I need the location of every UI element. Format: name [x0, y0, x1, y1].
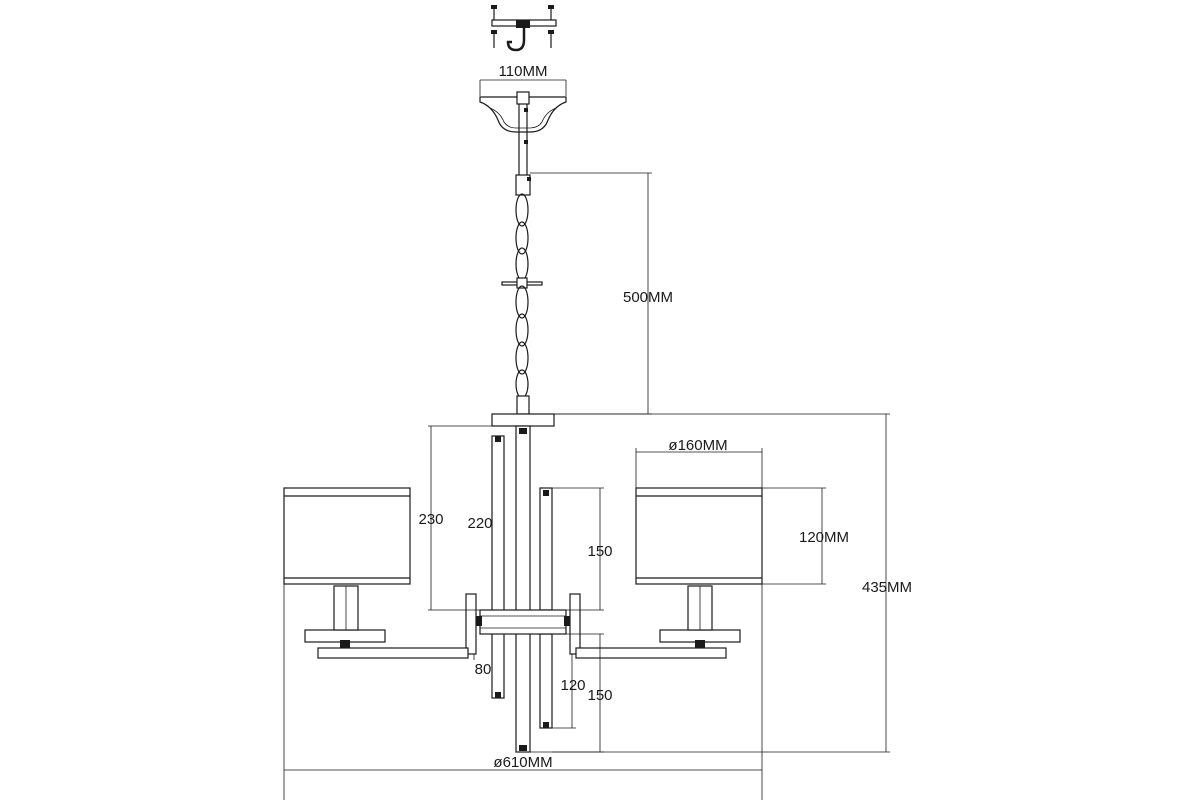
left-shade [283, 487, 411, 585]
height-220-label: 220 [467, 515, 492, 532]
total-width-label: ø610MM [493, 754, 552, 771]
dimension-lines [283, 172, 890, 800]
mounting-hardware [491, 5, 557, 52]
shade-diameter-label: ø160MM [668, 437, 727, 454]
height-120-label: 120 [560, 677, 585, 694]
height-150-lower-label: 150 [587, 687, 612, 704]
height-150-upper-label: 150 [587, 543, 612, 560]
chain [501, 174, 543, 415]
right-lamp [575, 487, 763, 659]
total-height-label: 435MM [862, 579, 912, 596]
left-lamp [283, 487, 469, 659]
screw-icon [548, 30, 554, 48]
screw-icon [491, 30, 497, 48]
canopy [479, 79, 567, 175]
top-plate [491, 413, 555, 427]
canopy-width-label: 110MM [499, 63, 548, 80]
central-rods [465, 425, 581, 753]
height-230-label: 230 [418, 511, 443, 528]
screw-icon [548, 5, 554, 20]
shade-height-label: 120MM [799, 529, 849, 546]
hook-nut [516, 20, 530, 28]
height-80-label: 80 [475, 661, 492, 678]
hook-icon [506, 22, 526, 52]
screw-icon [491, 5, 497, 20]
right-shade [635, 487, 763, 585]
chain-length-label: 500MM [623, 289, 673, 306]
